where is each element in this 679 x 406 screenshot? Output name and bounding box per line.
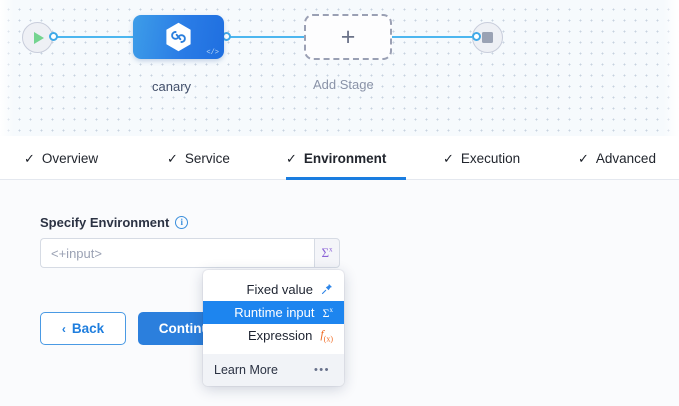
connector-wire-start-to-canary	[53, 36, 138, 38]
check-icon: ✓	[286, 150, 297, 166]
chevron-left-icon: ‹	[61, 321, 66, 336]
harness-hexagon-icon	[165, 22, 192, 52]
add-stage-button[interactable]: +	[304, 14, 392, 60]
stage-config-tabbar: ✓ Overview ✓ Service ✓ Environment ✓ Exe…	[0, 136, 679, 180]
back-button-label: Back	[71, 321, 105, 336]
check-icon: ✓	[443, 150, 454, 166]
learn-more-label: Learn More	[214, 363, 278, 377]
sigma-x-icon: Σx	[322, 305, 333, 320]
pipeline-start-node[interactable]	[22, 22, 53, 53]
tab-execution[interactable]: ✓ Execution	[443, 136, 520, 180]
menu-item-runtime-input[interactable]: Runtime input Σx	[203, 301, 344, 324]
check-icon: ✓	[24, 150, 35, 166]
menu-item-expression[interactable]: Expression f(x)	[203, 324, 344, 347]
tab-label: Service	[184, 150, 230, 166]
connector-wire-canary-to-addstage	[226, 36, 306, 38]
input-type-dropdown-menu: Fixed value Runtime input Σx Expression …	[203, 270, 344, 386]
ellipsis-icon[interactable]: •••	[313, 364, 330, 376]
check-icon: ✓	[167, 150, 178, 166]
continue-button-label: Continue	[158, 321, 218, 336]
stop-square-icon	[482, 32, 493, 43]
specify-environment-input[interactable]	[40, 238, 314, 268]
pipeline-canvas[interactable]: </> + canary Add Stage	[0, 0, 679, 136]
play-icon	[34, 31, 44, 44]
learn-more-row[interactable]: Learn More •••	[203, 354, 344, 386]
specify-environment-label: Specify Environment i	[40, 215, 189, 230]
add-stage-label: Add Stage	[313, 77, 374, 92]
tab-service[interactable]: ✓ Service	[167, 136, 230, 180]
stage-node-canary[interactable]: </>	[133, 15, 224, 59]
canvas-left-fade	[0, 0, 14, 136]
connector-wire-addstage-to-stop	[390, 36, 476, 38]
menu-item-label: Expression	[248, 328, 313, 343]
stage-label-canary: canary	[152, 79, 192, 94]
tab-label: Overview	[41, 150, 99, 166]
tab-label: Execution	[460, 150, 521, 166]
back-button[interactable]: ‹ Back	[40, 312, 126, 345]
tab-label: Advanced	[595, 150, 656, 166]
menu-item-fixed-value[interactable]: Fixed value	[203, 278, 344, 301]
info-icon[interactable]: i	[175, 216, 189, 229]
specify-environment-input-row: Σx	[40, 238, 340, 268]
tab-environment[interactable]: ✓ Environment	[286, 136, 406, 180]
sigma-x-icon: Σx	[321, 245, 333, 260]
check-icon: ✓	[578, 150, 589, 166]
plus-icon: +	[340, 22, 356, 51]
tab-label: Environment	[303, 150, 387, 166]
runtime-input-toggle-button[interactable]: Σx	[314, 238, 340, 268]
canvas-right-fade	[663, 0, 679, 136]
fx-icon: f(x)	[320, 326, 333, 344]
connector-dot-start[interactable]	[49, 32, 58, 41]
menu-item-label: Fixed value	[246, 282, 313, 297]
field-label-text: Specify Environment	[40, 215, 170, 230]
tab-advanced[interactable]: ✓ Advanced	[578, 136, 656, 180]
code-icon: </>	[206, 49, 219, 57]
pin-icon	[321, 283, 333, 297]
tab-underline	[286, 177, 406, 180]
tab-overview[interactable]: ✓ Overview	[24, 136, 98, 180]
menu-item-label: Runtime input	[234, 305, 315, 320]
connector-dot-stop[interactable]	[472, 32, 481, 41]
